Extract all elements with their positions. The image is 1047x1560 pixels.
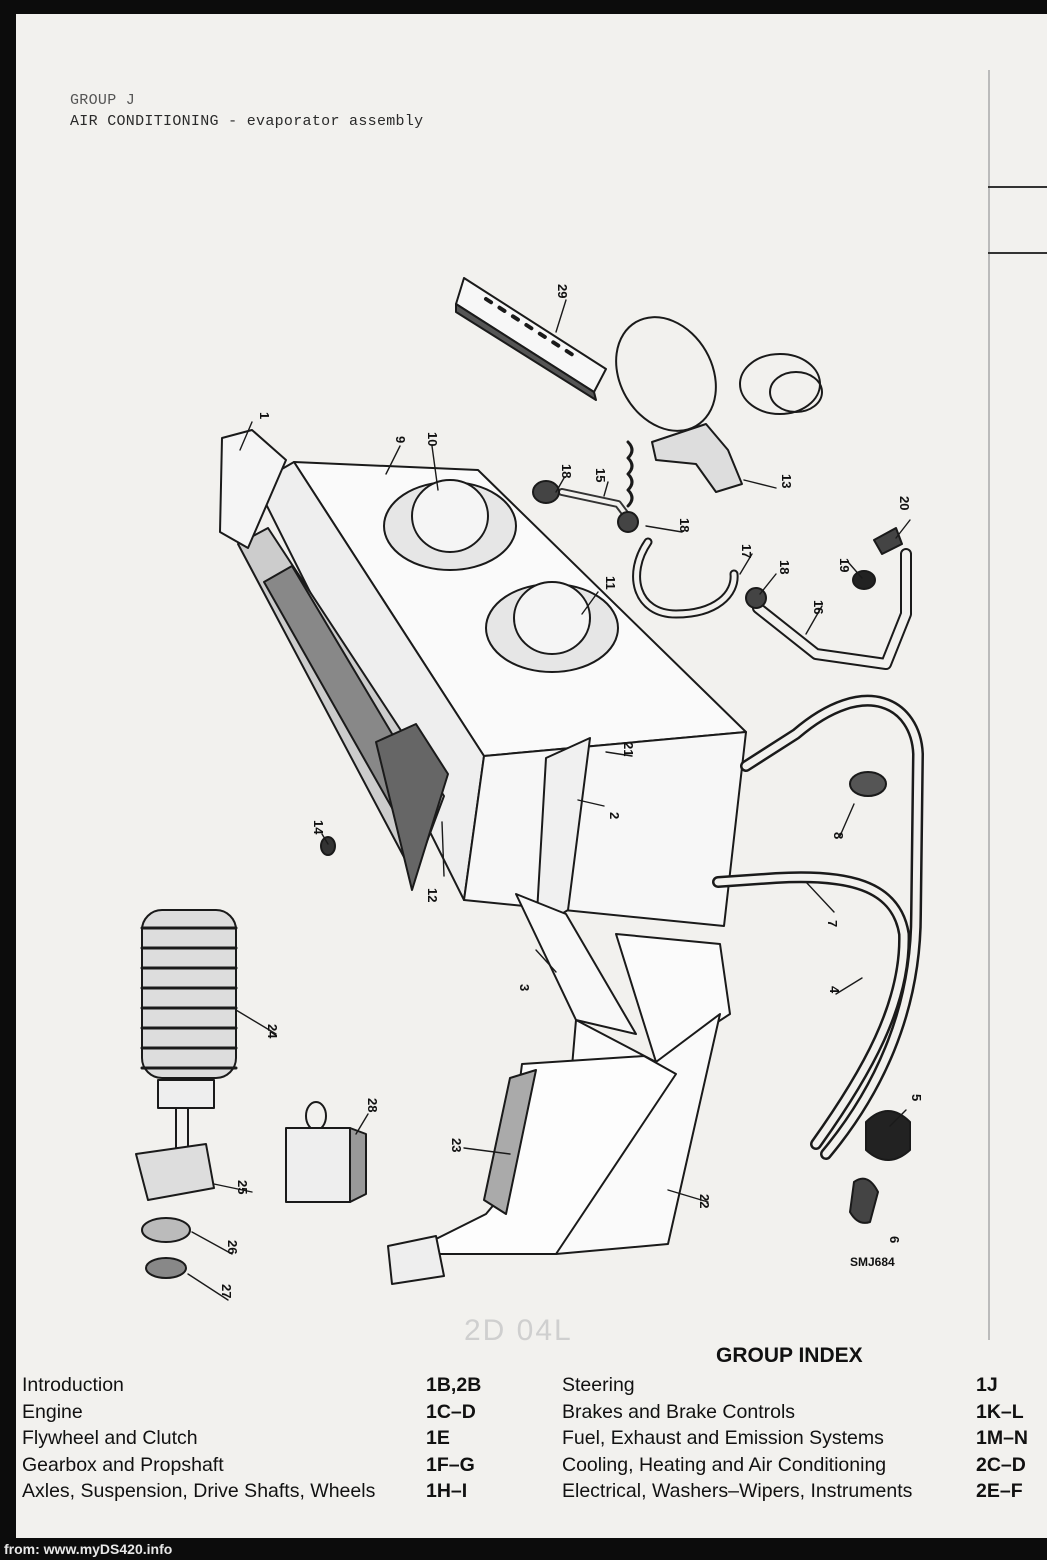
index-page-ref: 1J (976, 1374, 998, 1396)
callout-label: 4 (827, 986, 842, 994)
faded-page-code: 2D 04L (464, 1314, 573, 1347)
section-title: AIR CONDITIONING - evaporator assembly (70, 113, 424, 130)
callout-label: 24 (265, 1024, 280, 1039)
callout-label: 5 (909, 1094, 924, 1101)
callout-label: 16 (811, 600, 826, 614)
callout-label: 18 (559, 464, 574, 478)
callout-label: 26 (225, 1240, 240, 1254)
callout-label: 3 (517, 984, 532, 991)
relay-part (285, 1101, 367, 1203)
callout-label: 6 (887, 1236, 902, 1243)
index-page-ref: 1F–G (426, 1453, 475, 1476)
callout-label: 27 (219, 1284, 234, 1298)
index-page-ref: 1K–L (976, 1400, 1024, 1423)
index-label: Brakes and Brake Controls (562, 1400, 796, 1423)
callout-label: 14 (311, 820, 326, 835)
index-label: Flywheel and Clutch (22, 1427, 198, 1449)
callout-label: 20 (897, 496, 912, 510)
callout-label: 23 (449, 1138, 464, 1152)
louvre-strip-part (455, 277, 607, 401)
callout-label: 18 (777, 560, 792, 574)
callout-label: 7 (825, 920, 840, 927)
index-label: Fuel, Exhaust and Emission Systems (562, 1427, 884, 1449)
evaporator-housing-part (219, 429, 747, 931)
callout-labels: 1 2 3 4 5 6 7 8 9 10 11 12 13 14 15 16 1… (219, 284, 924, 1298)
callout-label: 13 (779, 474, 794, 488)
drain-hoses-part (532, 480, 912, 670)
source-footer: from: www.myDS420.info (4, 1541, 173, 1557)
callout-label: 18 (677, 518, 692, 532)
callout-label: 21 (621, 742, 636, 756)
exploded-parts-diagram: 1 2 3 4 5 6 7 8 9 10 11 12 13 14 15 16 1… (135, 277, 924, 1301)
callout-label: 25 (235, 1180, 250, 1194)
callout-label: 2 (607, 812, 622, 819)
callout-label: 8 (831, 832, 846, 839)
index-label: Steering (562, 1374, 635, 1396)
index-label: Axles, Suspension, Drive Shafts, Wheels (22, 1480, 376, 1502)
refrigerant-hoses-part (712, 694, 924, 1224)
leader-lines (187, 299, 911, 1301)
index-page-ref: 1E (426, 1427, 450, 1449)
screw-part (320, 836, 336, 856)
index-label: Electrical, Washers–Wipers, Instruments (562, 1480, 913, 1502)
thermostat-part (135, 909, 238, 1279)
index-page-ref: 2C–D (976, 1453, 1026, 1476)
manual-page: GROUP J AIR CONDITIONING - evaporator as… (16, 14, 1047, 1538)
air-ducts-part (387, 893, 731, 1285)
index-page-ref: 1B,2B (426, 1374, 482, 1396)
index-label: Introduction (22, 1374, 124, 1396)
index-page-ref: 1H–I (426, 1480, 468, 1502)
index-label: Engine (22, 1400, 83, 1423)
right-margin-tick (988, 252, 1047, 254)
index-page-ref: 1C–D (426, 1400, 476, 1423)
page-header: GROUP J AIR CONDITIONING - evaporator as… (70, 90, 423, 132)
group-label: GROUP J (70, 92, 136, 109)
right-margin-tick (988, 186, 1047, 188)
callout-label: 11 (603, 576, 618, 590)
callout-label: 22 (697, 1194, 712, 1208)
expansion-valve-part (615, 316, 823, 508)
index-label: Cooling, Heating and Air Conditioning (562, 1453, 887, 1476)
callout-label: 29 (555, 284, 570, 298)
index-page-ref: 2E–F (976, 1480, 1023, 1502)
callout-label: 12 (425, 888, 440, 902)
callout-label: 28 (365, 1098, 380, 1112)
group-index-title: GROUP INDEX (716, 1344, 863, 1367)
callout-label: 9 (393, 436, 408, 443)
right-margin-rule (988, 70, 990, 1340)
callout-label: 17 (739, 544, 754, 558)
callout-label: 10 (425, 432, 440, 446)
index-label: Gearbox and Propshaft (22, 1453, 224, 1476)
drawing-code: SMJ684 (850, 1255, 895, 1269)
callout-label: 15 (593, 468, 608, 482)
callout-label: 1 (257, 412, 272, 419)
index-page-ref: 1M–N (976, 1427, 1029, 1449)
callout-label: 19 (837, 558, 852, 572)
